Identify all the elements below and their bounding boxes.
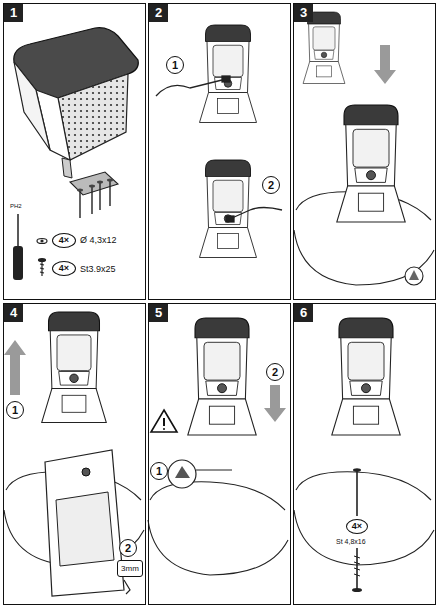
armrest-remove [4,312,144,596]
step-number: 2 [149,4,168,22]
callout-number: 4× [59,264,69,273]
cable [156,76,282,222]
callout-circle: 1 [6,401,24,419]
armrest-fix [148,318,288,575]
armrest-screw [294,318,434,592]
callout-number: 2 [268,180,274,191]
step-panel: 5 1 2 [148,303,291,605]
callout-circle: 2 [262,176,280,194]
step-panel: 3 [293,3,436,300]
part-label: St3.9x25 [80,264,116,274]
size-text: 3mm [121,565,139,573]
quantity-ellipse: 4× [346,519,368,534]
armrest-perspective [14,28,138,218]
callout-number: 4× [352,522,362,531]
callout-number: 2 [125,543,131,554]
step-number: 1 [4,4,23,22]
hardware-icons [37,239,47,277]
step-number: 5 [149,304,168,322]
step-number: 6 [294,304,313,322]
step-number: 4 [4,304,23,322]
step-panel: 4 1 2 3mm [3,303,146,605]
screwdriver [13,214,23,280]
callout-circle: 2 [119,539,137,557]
armrest-install [294,12,434,285]
callout-number: 2 [272,367,278,378]
step-panel: 6 4× [293,303,436,605]
quantity-ellipse: 4× [52,261,76,276]
step-panel: 2 1 2 [148,3,291,300]
step-panel: 1 4× 4× [3,3,146,300]
armrest-rear [200,25,257,258]
step-number: 3 [294,4,313,22]
part-label: PH2 [10,203,22,209]
part-label: Ø 4,3x12 [80,235,117,245]
callout-circle: 1 [166,56,184,74]
part-label: St 4,8x16 [336,538,366,545]
callout-number: 1 [12,405,18,416]
size-box: 3mm [117,560,143,577]
callout-number: 4× [59,236,69,245]
callout-number: 1 [172,60,178,71]
callout-circle: 1 [150,462,168,480]
callout-circle: 2 [266,363,284,381]
callout-number: 1 [156,466,162,477]
quantity-ellipse: 4× [52,233,76,248]
